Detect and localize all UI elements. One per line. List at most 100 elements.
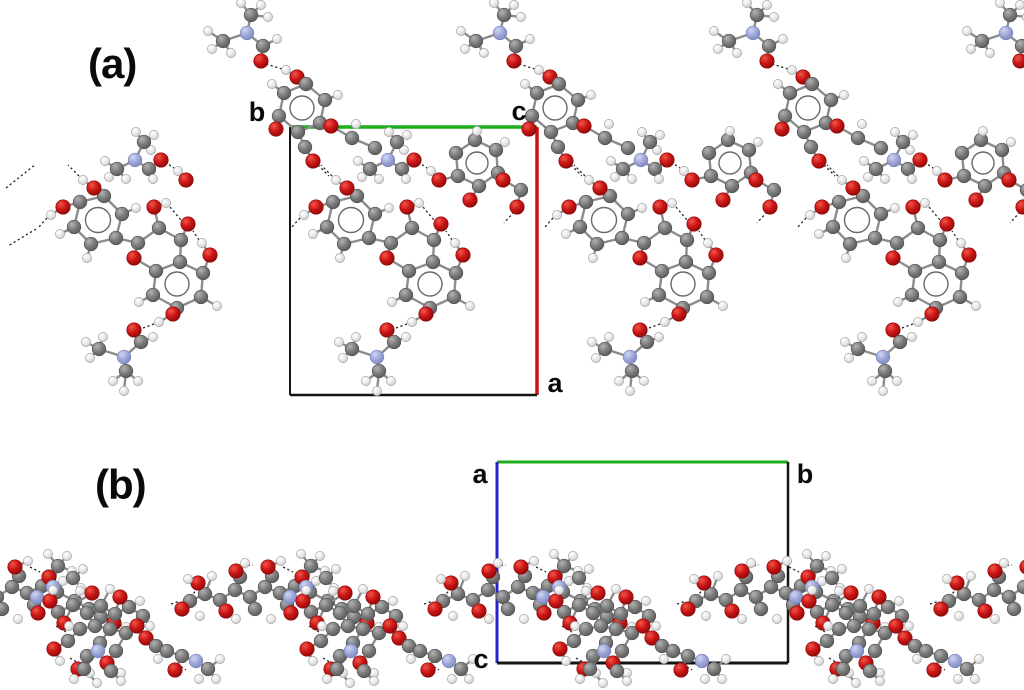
hydrogen-atom: [639, 376, 649, 386]
hydrogen-atom: [894, 596, 904, 606]
hydrogen-atom: [464, 674, 474, 684]
oxygen-atom: [165, 306, 181, 322]
hydrogen-atom: [641, 596, 651, 606]
oxygen-atom: [644, 630, 660, 646]
hydrogen-atom: [857, 332, 867, 342]
hydrogen-atom: [746, 558, 756, 568]
hydrogen-atom: [892, 376, 902, 386]
hydrogen-atom: [153, 654, 163, 664]
carbon-atom: [724, 178, 740, 194]
hydrogen-atom: [148, 332, 158, 342]
hydrogen-atom: [384, 203, 394, 213]
panel_b-axis-label-b: b: [797, 459, 814, 489]
hydrogen-atom: [552, 210, 562, 220]
hydrogen-atom: [334, 337, 344, 347]
carbon-atom: [361, 230, 377, 246]
carbon-atom: [386, 334, 402, 350]
hydrogen-atom: [308, 229, 318, 239]
hydrogen-atom: [890, 203, 900, 213]
hydrogen-atom: [920, 198, 930, 208]
hydrogen-atom: [581, 586, 591, 596]
oxygen-atom: [933, 601, 949, 617]
hydrogen-atom: [401, 174, 411, 184]
hydrogen-atom: [814, 656, 824, 666]
hydrogen-atom: [173, 166, 183, 176]
hydrogen-atom: [709, 26, 719, 36]
carbon-atom: [72, 194, 88, 210]
hydrogen-atom: [637, 127, 647, 137]
carbon-atom: [200, 661, 216, 677]
carbon-atom: [130, 235, 146, 251]
oxygen-atom: [536, 605, 552, 621]
oxygen-atom: [708, 247, 724, 263]
hydrogen-atom: [667, 198, 677, 208]
oxygen-atom: [885, 322, 901, 338]
oxygen-atom: [146, 199, 162, 215]
oxygen-atom: [811, 153, 827, 169]
hydrogen-atom: [907, 332, 917, 342]
panel_a-molecules: [5, 0, 1024, 396]
carbon-atom: [500, 601, 516, 617]
oxygen-atom: [748, 172, 764, 188]
nitrogen-atom: [492, 25, 508, 41]
hydrogen-atom: [718, 301, 728, 311]
carbon-atom: [556, 558, 572, 574]
oxygen-atom: [845, 180, 861, 196]
hydrogen-atom: [802, 549, 812, 559]
oxygen-atom: [399, 199, 415, 215]
oxygen-atom: [905, 199, 921, 215]
carbon-atom: [367, 140, 383, 156]
carbon-atom: [699, 289, 715, 305]
oxygen-atom: [55, 199, 71, 215]
carbon-atom: [446, 289, 462, 305]
nitrogen-atom: [116, 349, 132, 365]
carbon-atom: [952, 289, 968, 305]
carbon-atom: [404, 220, 420, 236]
hydrogen-atom: [995, 0, 1005, 8]
oxygen-atom: [339, 180, 355, 196]
oxygen-atom: [1001, 172, 1017, 188]
oxygen-atom: [138, 630, 154, 646]
hydrogen-atom: [62, 551, 72, 561]
hydrogen-atom: [374, 174, 384, 184]
hydrogen-atom: [807, 585, 817, 595]
oxygen-atom: [462, 192, 478, 208]
carbon-atom: [50, 558, 66, 574]
oxygen-atom: [509, 199, 525, 215]
hydrogen-atom: [614, 376, 624, 386]
oxygen-atom: [513, 559, 529, 575]
hydrogen-atom: [575, 674, 585, 684]
hydrogen-atom: [414, 198, 424, 208]
oxygen-atom: [305, 153, 321, 169]
hydrogen-atom: [703, 238, 713, 248]
carbon-atom: [543, 124, 559, 140]
hydrogen-atom: [561, 656, 571, 666]
carbon-atom: [614, 230, 630, 246]
hydrogen-atom: [640, 297, 650, 307]
oxygen-atom: [926, 662, 942, 678]
carbon-atom: [796, 124, 812, 140]
hydrogen-atom: [161, 198, 171, 208]
carbon-atom: [706, 661, 722, 677]
carbon-atom: [777, 108, 793, 124]
hydrogen-atom: [121, 174, 131, 184]
hydrogen-atom: [266, 614, 276, 624]
oxygen-atom: [774, 121, 790, 137]
carbon-atom: [276, 85, 292, 101]
panel-b-label: (b): [95, 461, 147, 508]
oxygen-atom: [443, 575, 459, 591]
oxygen-atom: [977, 603, 993, 619]
hydrogen-atom: [956, 238, 966, 248]
hydrogen-atom: [520, 79, 530, 89]
oxygen-atom: [558, 153, 574, 169]
hydrogen-atom: [509, 0, 519, 10]
hydrogen-atom: [500, 137, 510, 147]
hydrogen-atom: [863, 172, 873, 182]
carbon-atom: [344, 130, 360, 146]
carbon-atom: [835, 661, 851, 677]
carbon-atom: [173, 232, 189, 248]
carbon-atom: [578, 621, 594, 637]
oxygen-atom: [652, 199, 668, 215]
